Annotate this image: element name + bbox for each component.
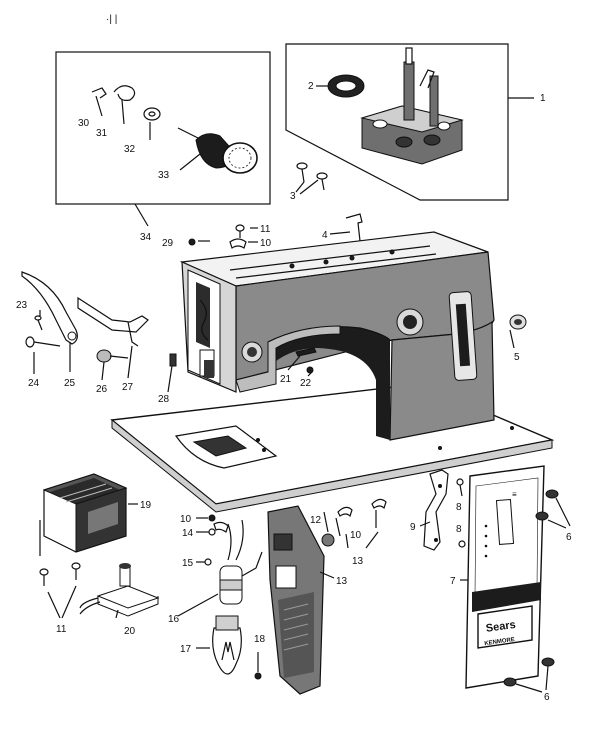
- callout-8a: 8: [456, 502, 462, 513]
- callout-30: 30: [78, 118, 90, 129]
- callout-17: 17: [180, 644, 192, 655]
- callout-1: 1: [540, 93, 546, 104]
- part-17-light-bulb: [212, 615, 242, 675]
- part-30-spring: [91, 87, 107, 99]
- part-16-bulb-socket: [219, 519, 263, 605]
- part-27-lifter-lever: [77, 296, 149, 347]
- part-18-screw-lower: [254, 672, 262, 680]
- callout-27: 27: [122, 382, 134, 393]
- callout-4: 4: [322, 230, 328, 241]
- svg-text:≡: ≡: [512, 490, 517, 499]
- part-26-collar: [96, 349, 129, 363]
- leader-lines: [33, 85, 515, 649]
- callout-21: 21: [280, 374, 292, 385]
- callout-labels: 1 2 3 4 5 6 6 7 8 8 9 10 10 10 11 11 12 …: [16, 81, 572, 703]
- part-32-nut: [143, 107, 161, 121]
- callout-24: 24: [28, 378, 40, 389]
- callout-22: 22: [300, 378, 312, 389]
- callout-29: 29: [162, 238, 174, 249]
- part-12-grommet: [321, 533, 335, 547]
- part-4-latch: [345, 213, 363, 242]
- part-6-screws: [535, 489, 571, 529]
- callout-10c: 10: [350, 530, 362, 541]
- part-13-lamp-bracket: [267, 505, 325, 695]
- part-33-tension-dial: [177, 127, 258, 174]
- callout-3: 3: [290, 191, 296, 202]
- part-25-knee-lever: [21, 271, 78, 345]
- callout-33: 33: [158, 170, 170, 181]
- callout-19: 19: [140, 500, 152, 511]
- callout-7: 7: [450, 576, 456, 587]
- part-10-clip-right-b: [371, 498, 387, 510]
- callout-32: 32: [124, 144, 136, 155]
- callout-18: 18: [254, 634, 266, 645]
- callout-23: 23: [16, 300, 28, 311]
- stray-mark: ·| |: [106, 14, 117, 25]
- callout-25: 25: [64, 378, 76, 389]
- callout-6a: 6: [566, 532, 572, 543]
- callout-28: 28: [158, 394, 170, 405]
- part-22-screw: [306, 366, 314, 374]
- callout-26: 26: [96, 384, 108, 395]
- part-29-plug: [188, 238, 196, 246]
- part-1-assembly-block: [360, 47, 464, 165]
- part-11-screw-top: [235, 224, 245, 238]
- callout-10b: 10: [180, 514, 192, 525]
- part-28-spring: [169, 353, 177, 367]
- callout-31: 31: [96, 128, 108, 139]
- part-7-face-plate: ≡ Sears KENMORE: [465, 465, 545, 689]
- machine-head: [179, 231, 527, 441]
- part-9-bracket: [423, 469, 449, 551]
- part-18-screw-upper: [208, 514, 216, 522]
- stitch-slot: [448, 291, 478, 381]
- part-20-lamp-socket: [79, 563, 160, 617]
- inset-box-needle-assembly: [285, 43, 534, 201]
- callout-11a: 11: [260, 224, 271, 235]
- callout-13b: 13: [336, 576, 348, 587]
- callout-9: 9: [410, 522, 416, 533]
- part-19-lamp-housing: [42, 473, 128, 553]
- part-14-screw: [196, 528, 216, 536]
- plate-model-text: KENMORE: [484, 637, 515, 647]
- callout-20: 20: [124, 626, 136, 637]
- part-15-screw: [196, 558, 212, 566]
- callout-34: 34: [140, 232, 152, 243]
- callout-14: 14: [182, 528, 194, 539]
- part-8-screws-lower: [503, 657, 555, 693]
- part-10-clip-mid: [213, 521, 229, 533]
- inset-box-tension-assembly: [55, 51, 271, 227]
- part-10-clip-right-a: [337, 506, 353, 518]
- callout-12: 12: [310, 515, 322, 526]
- part-21-lever: [295, 347, 317, 357]
- part-3-screws: [295, 162, 328, 193]
- callout-6b: 6: [544, 692, 550, 703]
- callout-8b: 8: [456, 524, 462, 535]
- part-23-screw: [34, 315, 43, 331]
- callout-2: 2: [308, 81, 314, 92]
- part-31-hook: [113, 85, 136, 101]
- part-11-screws-lower: [39, 562, 81, 619]
- callout-16: 16: [168, 614, 180, 625]
- callout-5: 5: [514, 352, 520, 363]
- callout-15: 15: [182, 558, 194, 569]
- part-10-clip-top: [229, 238, 247, 249]
- callout-11b: 11: [56, 624, 67, 635]
- part-24-pin: [25, 336, 61, 348]
- callout-13: 13: [352, 556, 364, 567]
- part-8-screws-upper: [456, 478, 466, 548]
- callout-10a: 10: [260, 238, 272, 249]
- plate-brand-text: Sears: [485, 619, 516, 635]
